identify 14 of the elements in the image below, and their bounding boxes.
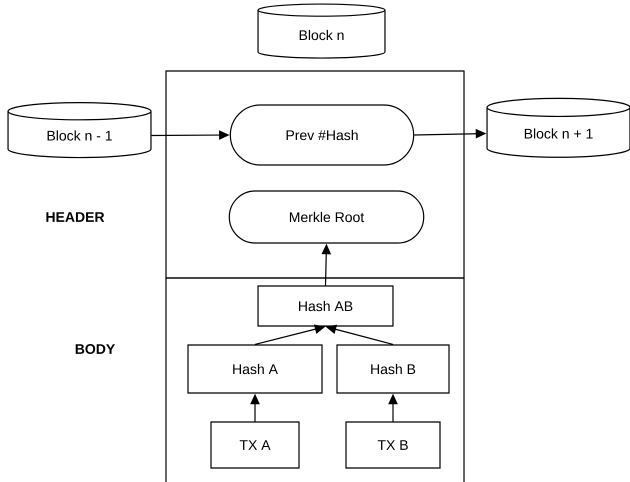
body-section <box>165 277 465 482</box>
rounded-box: Merkle Root <box>228 190 424 244</box>
transaction-box: TX B <box>345 421 441 469</box>
hash-box: Hash B <box>336 344 450 394</box>
section-label: HEADER <box>46 212 104 222</box>
rounded-box: Prev #Hash <box>230 104 414 166</box>
hash-box: Hash A <box>187 344 323 394</box>
section-label: BODY <box>76 344 115 354</box>
cylinder: Block n - 1 <box>7 102 152 158</box>
cylinder: Block n + 1 <box>486 98 630 158</box>
cylinder: Block n <box>257 3 386 59</box>
hash-box: Hash AB <box>257 285 394 327</box>
header-section <box>165 70 465 279</box>
transaction-box: TX A <box>210 421 300 469</box>
